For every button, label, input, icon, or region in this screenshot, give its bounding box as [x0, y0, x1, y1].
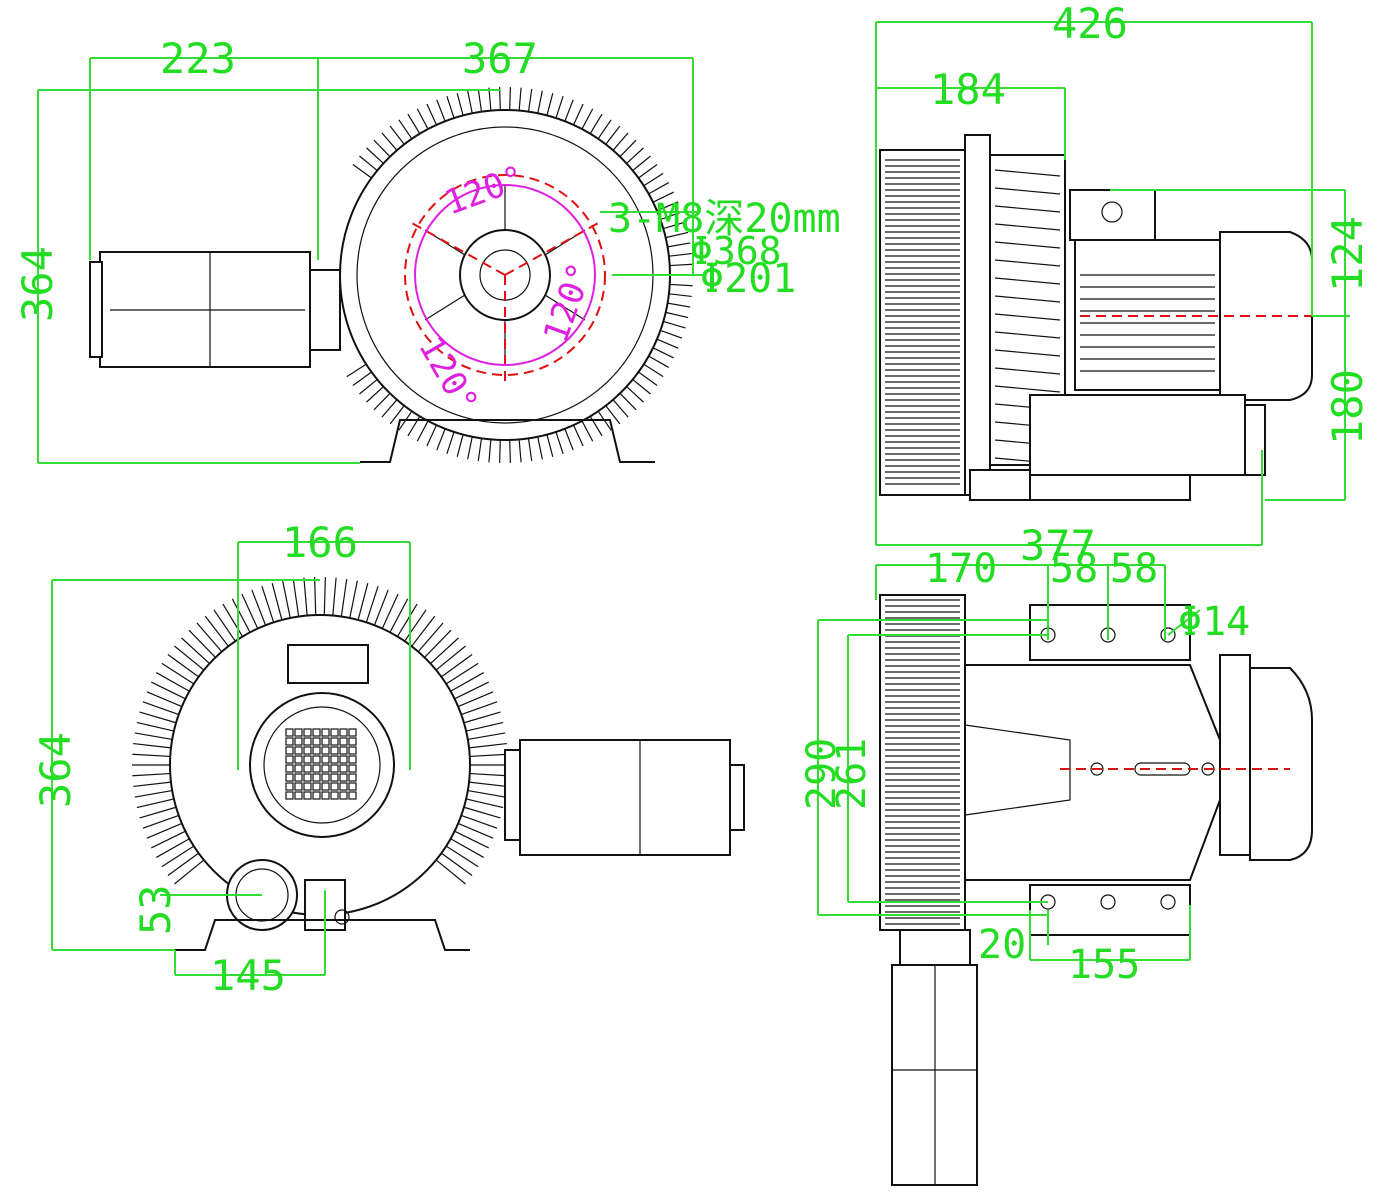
- bottom-fin-lines: [885, 599, 960, 925]
- front-motor-endcap: [89, 261, 103, 358]
- rear-dimension-lines: [51, 541, 411, 976]
- rear-terminal-box: [287, 644, 369, 684]
- bottom-view: 170 58 58 Φ14 290 261 20 155: [799, 546, 1313, 1186]
- rear-fin-ring: [132, 577, 508, 885]
- front-view: 223 367 364 3-M8深20mm Φ368 Φ201 120° 120…: [13, 34, 841, 464]
- bottom-dim-58-a: 58: [1050, 546, 1098, 592]
- bottom-dim-290: 290: [799, 738, 845, 810]
- front-note-thread: 3-M8深20mm: [608, 196, 841, 242]
- front-base-feet: [360, 419, 655, 463]
- side-vane-lines: [994, 169, 1061, 465]
- front-motor-flange: [309, 269, 341, 351]
- bottom-dim-20: 20: [978, 922, 1026, 968]
- bottom-dim-155: 155: [1068, 942, 1140, 988]
- bottom-dim-d14: Φ14: [1178, 599, 1250, 645]
- bottom-fan-cover: [1249, 667, 1313, 861]
- front-dim-364: 364: [13, 246, 62, 322]
- side-motor-ribs: [1080, 274, 1215, 372]
- side-dim-377: 377: [1020, 521, 1096, 570]
- front-centerline-2: [409, 221, 506, 276]
- side-dim-180: 180: [1323, 369, 1372, 445]
- front-centerline-3: [504, 221, 601, 276]
- front-dim-367: 367: [462, 34, 538, 83]
- bottom-upper-base: [1029, 604, 1191, 661]
- side-dimension-lines: [875, 21, 1350, 546]
- bottom-dimension-lines: [817, 564, 1201, 961]
- rear-fan-grille: [263, 706, 381, 824]
- rear-grille-slots: [285, 728, 357, 800]
- front-dimension-lines: [37, 57, 705, 464]
- bottom-dim-170: 170: [925, 546, 997, 592]
- rear-view: 166 364 53 145: [31, 518, 745, 1000]
- front-dim-223: 223: [160, 34, 236, 83]
- front-fin-ring: [346, 87, 693, 463]
- rear-dim-145: 145: [210, 951, 286, 1000]
- side-dim-426: 426: [1052, 0, 1128, 48]
- front-angle-circle: [414, 184, 596, 366]
- bottom-lower-base: [1029, 884, 1191, 936]
- side-base: [1029, 474, 1191, 501]
- side-muffler: [1029, 394, 1246, 476]
- rear-dim-364: 364: [31, 732, 80, 808]
- side-dim-184: 184: [930, 65, 1006, 114]
- rear-dim-53: 53: [131, 884, 180, 935]
- side-dim-124: 124: [1323, 216, 1372, 292]
- side-view: 426 184 124 180 377: [875, 0, 1372, 570]
- front-bolt-circle: [404, 174, 606, 376]
- side-cover: [964, 134, 991, 496]
- rear-motor-body: [519, 739, 731, 856]
- front-note-d368: Φ368: [690, 229, 782, 273]
- front-note-d201: Φ201: [700, 256, 796, 302]
- bottom-dim-58-b: 58: [1110, 546, 1158, 592]
- bottom-coupling: [964, 724, 1071, 816]
- side-fin-lines: [885, 159, 960, 485]
- side-terminal-box: [1069, 189, 1156, 241]
- bottom-dim-261: 261: [829, 738, 875, 810]
- rear-dim-166: 166: [282, 518, 358, 567]
